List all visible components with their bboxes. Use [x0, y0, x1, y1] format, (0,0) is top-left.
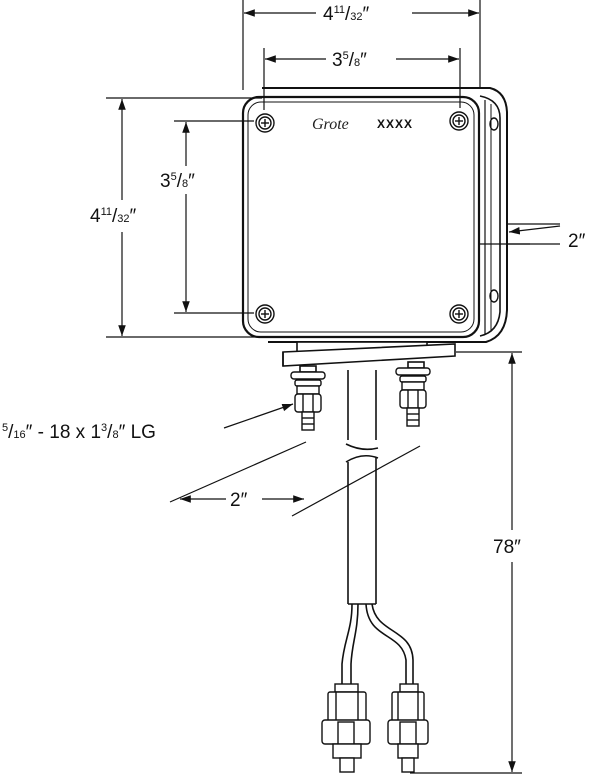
lamp-housing — [241, 87, 508, 343]
brand-logo: Grote — [312, 116, 349, 133]
dimension-lens-width: 35/8″ — [332, 50, 367, 71]
screw-icon — [449, 304, 469, 324]
side-mount-knob — [489, 289, 499, 303]
stud-specification-label: 5/16″ - 18 x 13/8″ LG — [2, 422, 156, 443]
screw-icon — [255, 113, 275, 133]
screw-icon — [449, 111, 469, 131]
mounting-stud-right — [395, 367, 431, 427]
svg-text:35/8″: 35/8″ — [160, 171, 195, 192]
mounting-bracket — [282, 341, 456, 373]
screw-icon — [255, 304, 275, 324]
model-number: XXXX — [377, 117, 413, 131]
lamp-front-face — [241, 95, 481, 339]
mounting-stud-left — [290, 371, 326, 431]
svg-text:411/32″: 411/32″ — [323, 4, 370, 25]
dimension-overall-height: 411/32″ — [90, 206, 137, 227]
stud-callout-leader — [223, 403, 294, 429]
dimension-depth: 2″ — [568, 231, 586, 252]
dimension-stud-spacing: 2″ — [230, 490, 248, 511]
svg-text:411/32″: 411/32″ — [90, 206, 137, 227]
connector-plug-right — [387, 683, 429, 773]
dimension-lens-height: 35/8″ — [160, 171, 195, 192]
svg-text:5/16″ - 18 x 13/8″ LG: 5/16″ - 18 x 13/8″ LG — [2, 422, 156, 443]
svg-text:35/8″: 35/8″ — [332, 50, 367, 71]
side-mount-knob — [489, 117, 499, 131]
extension-line — [291, 445, 421, 517]
extension-line — [169, 441, 307, 503]
dimension-overall-width: 411/32″ — [323, 4, 370, 25]
dimension-cable-length: 78″ — [493, 537, 521, 558]
connector-plug-left — [321, 683, 371, 773]
pigtail-cable — [341, 370, 414, 684]
dimension-arrow — [508, 225, 561, 235]
